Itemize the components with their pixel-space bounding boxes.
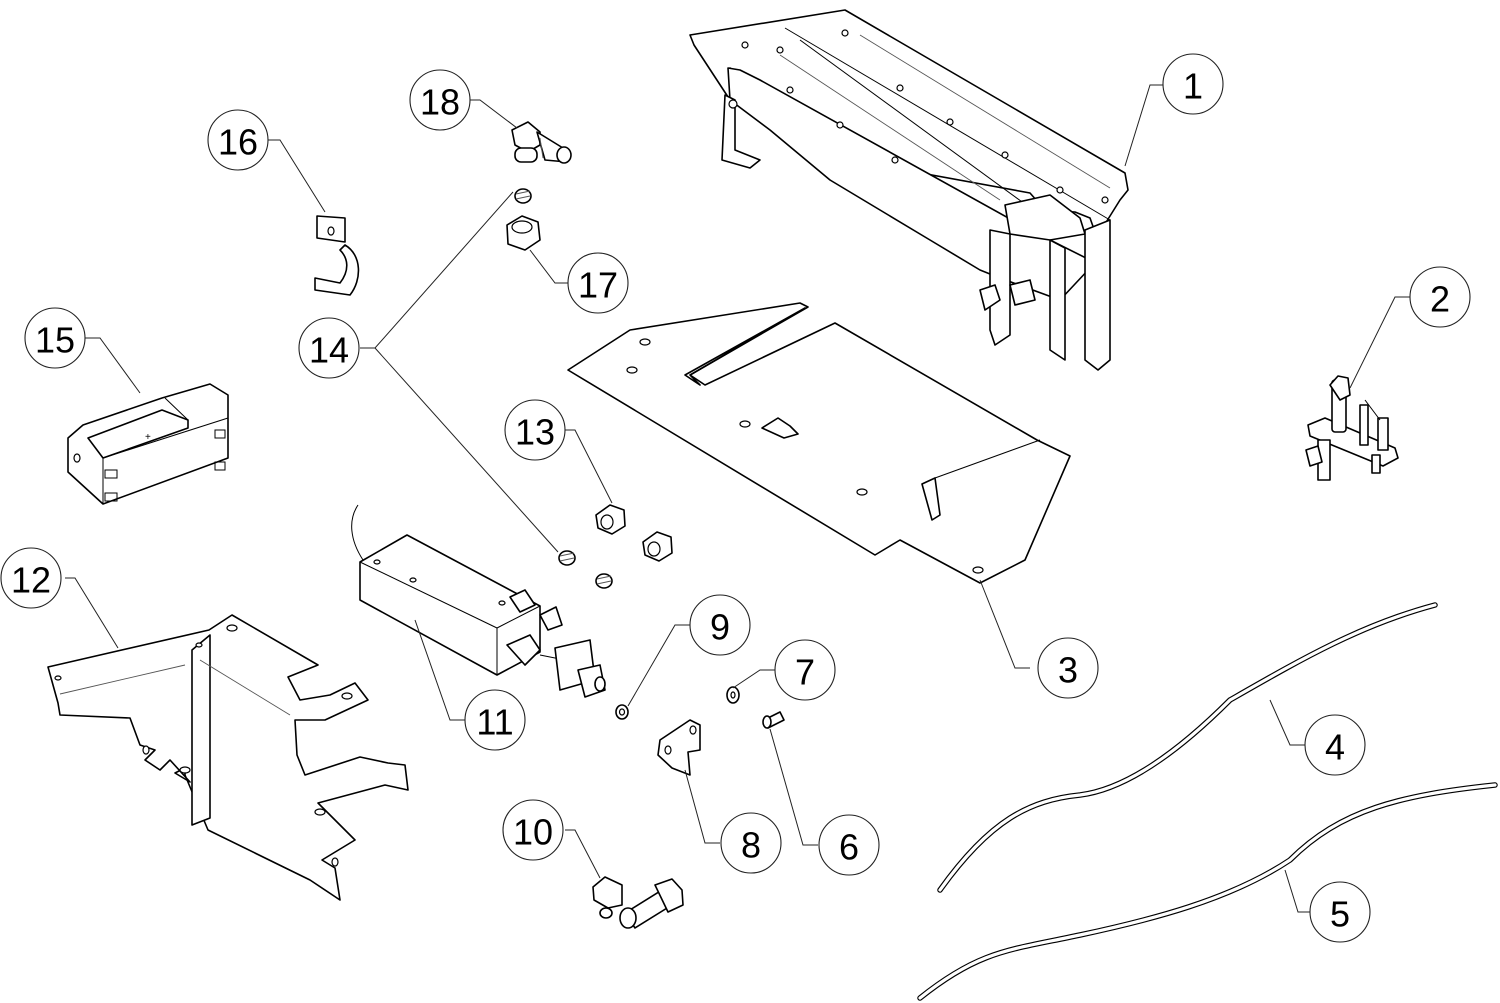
leader-12 (65, 577, 119, 649)
balloon-11: 11 (464, 689, 526, 751)
part-12-valve-bracket (47, 614, 409, 901)
part-2-pilot-assembly (1305, 375, 1399, 481)
leader-14a (360, 191, 514, 349)
leader-2 (1349, 296, 1415, 389)
balloon-8: 8 (720, 812, 782, 874)
leader-11 (414, 619, 465, 721)
balloon-3: 3 (1037, 637, 1099, 699)
leader-5 (1284, 869, 1313, 913)
part-11-gas-valve (351, 504, 606, 698)
balloon-1: 1 (1162, 53, 1224, 115)
leader-9 (627, 624, 690, 707)
svg-text:8: 8 (741, 825, 761, 866)
svg-text:1: 1 (1183, 66, 1203, 107)
balloon-7: 7 (774, 639, 836, 701)
balloon-17: 17 (567, 252, 629, 314)
leader-17 (529, 249, 568, 284)
part-16-pipe-clip (314, 215, 360, 296)
leader-18 (470, 99, 518, 129)
part-7-washer (726, 686, 740, 704)
part-5-thermocouple-tube (917, 782, 1498, 1001)
part-8-mounting-bracket (657, 719, 701, 776)
svg-text:16: 16 (218, 122, 258, 163)
leader-13 (565, 429, 613, 504)
part-14-brass-ferrule (514, 188, 613, 589)
part-17-compression-nut-small (506, 215, 541, 251)
part-18-elbow-fitting (511, 121, 572, 164)
balloon-9: 9 (689, 594, 751, 656)
svg-text:15: 15 (35, 320, 75, 361)
part-6-screw (762, 711, 785, 729)
svg-text:2: 2 (1430, 279, 1450, 320)
svg-text:+: + (145, 432, 151, 443)
leader-4 (1269, 699, 1305, 746)
part-3-base-plate (567, 302, 1071, 584)
part-15-receiver-box: + (67, 383, 229, 505)
leader-6 (769, 728, 818, 846)
leader-8 (684, 769, 720, 844)
part-13-compression-nut (595, 504, 673, 562)
balloon-15: 15 (24, 307, 86, 369)
leader-7 (732, 669, 775, 689)
svg-text:18: 18 (420, 82, 460, 123)
svg-text:6: 6 (839, 827, 859, 868)
leader-3 (979, 579, 1030, 669)
balloon-6: 6 (818, 814, 880, 876)
leader-10 (565, 829, 601, 879)
svg-text:14: 14 (309, 330, 349, 371)
balloon-5: 5 (1309, 881, 1371, 943)
part-4-pilot-tube (937, 602, 1438, 893)
leader-15 (85, 337, 141, 394)
svg-text:7: 7 (795, 652, 815, 693)
balloon-10: 10 (502, 799, 564, 861)
balloon-13: 13 (504, 399, 566, 461)
balloon-14: 14 (298, 317, 360, 379)
part-10-shutoff-valve (592, 876, 684, 929)
balloon-18: 18 (409, 69, 471, 131)
svg-text:9: 9 (710, 607, 730, 648)
balloon-12: 12 (0, 547, 62, 609)
leader-lines (65, 84, 1415, 913)
svg-text:3: 3 (1058, 650, 1078, 691)
balloon-4: 4 (1304, 714, 1366, 776)
part-1-burner-tray (689, 9, 1129, 371)
leader-1 (1124, 84, 1163, 167)
svg-text:13: 13 (515, 412, 555, 453)
svg-text:17: 17 (578, 265, 618, 306)
balloon-2: 2 (1409, 266, 1471, 328)
svg-text:10: 10 (513, 812, 553, 853)
svg-text:4: 4 (1325, 727, 1345, 768)
leader-16 (268, 139, 326, 213)
part-9-ferrule (615, 704, 629, 720)
svg-text:5: 5 (1330, 894, 1350, 935)
balloon-16: 16 (207, 109, 269, 171)
svg-text:12: 12 (11, 560, 51, 601)
svg-text:11: 11 (476, 702, 513, 743)
leader-14b (374, 347, 559, 553)
